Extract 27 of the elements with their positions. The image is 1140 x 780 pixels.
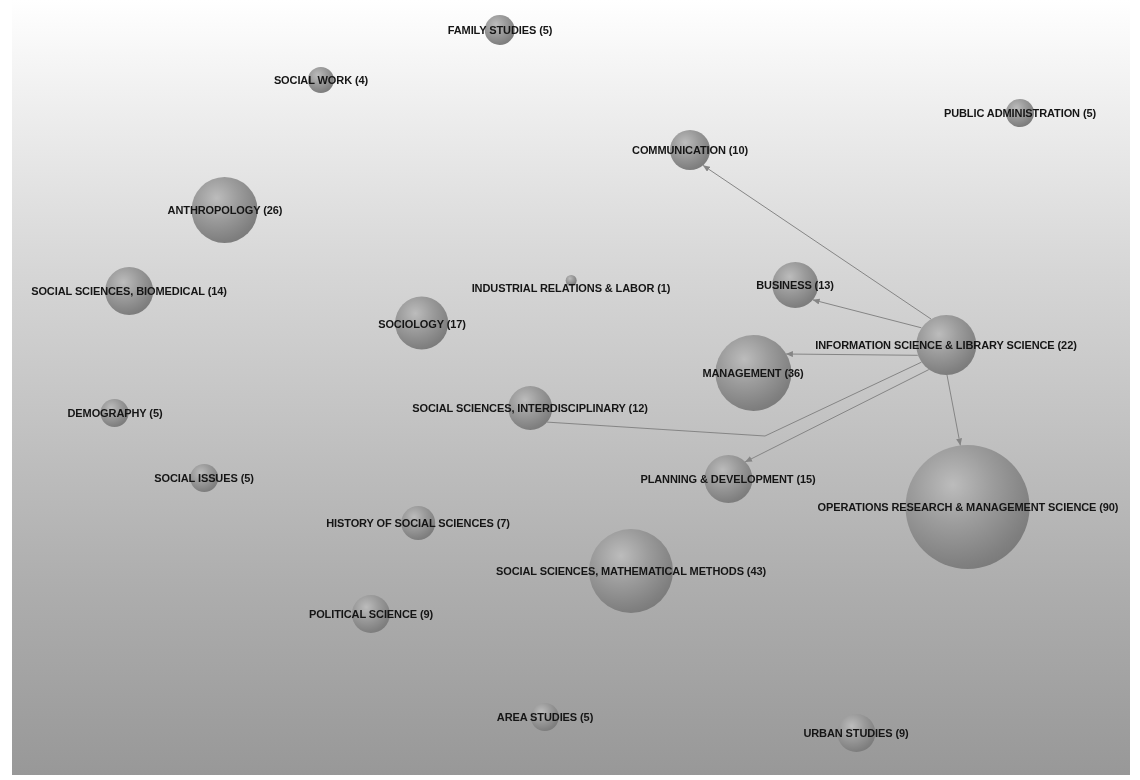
- arrow: [702, 164, 932, 320]
- node-label: INDUSTRIAL RELATIONS & LABOR (1): [471, 282, 671, 294]
- node-label: ANTHROPOLOGY (26): [167, 204, 283, 216]
- node-label: HISTORY OF SOCIAL SCIENCES (7): [326, 517, 510, 529]
- node-label: COMMUNICATION (10): [632, 144, 748, 156]
- node-label: URBAN STUDIES (9): [803, 727, 909, 739]
- node-label: DEMOGRAPHY (5): [67, 407, 163, 419]
- node-label: SOCIAL WORK (4): [273, 74, 369, 86]
- arrow: [744, 369, 930, 463]
- node-label: SOCIAL SCIENCES, MATHEMATICAL METHODS (43): [496, 565, 766, 577]
- node-label: SOCIAL SCIENCES, INTERDISCIPLINARY (12): [412, 402, 648, 414]
- arrow: [812, 298, 922, 329]
- arrow: [785, 351, 919, 358]
- node-label: SOCIAL SCIENCES, BIOMEDICAL (14): [31, 285, 227, 297]
- node-label: OPERATIONS RESEARCH & MANAGEMENT SCIENCE (90): [817, 501, 1119, 513]
- node-label: MANAGEMENT (36): [702, 367, 804, 379]
- node-label: INFORMATION SCIENCE & LIBRARY SCIENCE (22): [815, 339, 1077, 351]
- node-label: POLITICAL SCIENCE (9): [308, 608, 434, 620]
- node-label: PLANNING & DEVELOPMENT (15): [640, 473, 816, 485]
- node-label: PUBLIC ADMINISTRATION (5): [943, 107, 1097, 119]
- node-label: AREA STUDIES (5): [496, 711, 594, 723]
- node-label: SOCIAL ISSUES (5): [154, 472, 254, 484]
- connector-line: [546, 361, 922, 437]
- node-label: FAMILY STUDIES (5): [447, 24, 553, 36]
- node-label: SOCIOLOGY (17): [378, 317, 466, 329]
- arrow: [946, 374, 963, 446]
- node-label: BUSINESS (13): [756, 279, 834, 291]
